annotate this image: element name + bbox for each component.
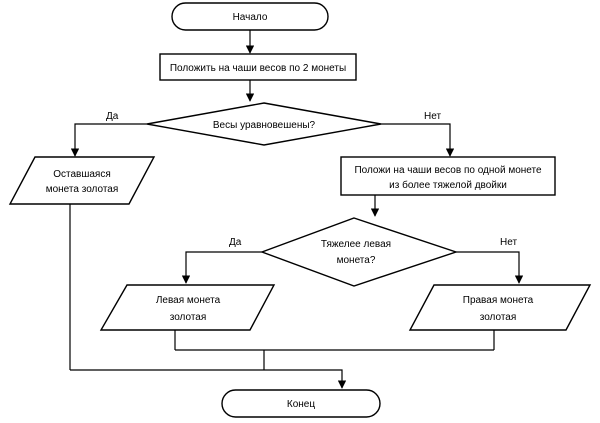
step2-node: Положи на чаши весов по одной монете из …: [340, 156, 556, 196]
end-node: Конец: [221, 389, 381, 418]
step1-label: Положить на чаши весов по 2 монеты: [170, 63, 346, 74]
connector-decision2-no: [456, 251, 524, 284]
step1-node: Положить на чаши весов по 2 монеты: [159, 53, 357, 81]
step2-line1: Положи на чаши весов по одной монете: [354, 165, 542, 176]
end-label: Конец: [287, 399, 315, 410]
connector-decision1-yes: [70, 123, 147, 157]
left-coin-line2: золотая: [170, 312, 207, 323]
right-coin-node: Правая монета золотая: [408, 284, 592, 331]
start-label: Начало: [233, 12, 268, 23]
decision2-node: Тяжелее левая монета?: [259, 217, 459, 287]
start-node: Начало: [171, 2, 329, 31]
left-coin-line1: Левая монета: [156, 295, 221, 306]
decision1-no-label: Нет: [424, 111, 441, 122]
remaining-coin-node: Оставшаяся монета золотая: [8, 156, 156, 205]
decision2-yes-label: Да: [229, 237, 242, 248]
connector-to-end: [70, 369, 347, 389]
step2-line2: из более тяжелой двойки: [389, 179, 507, 191]
remaining-line2: монета золотая: [46, 184, 119, 195]
decision1-label: Весы уравновешены?: [213, 120, 316, 131]
connector-decision2-yes: [181, 251, 262, 284]
decision2-no-label: Нет: [500, 237, 517, 248]
decision1-yes-label: Да: [106, 111, 119, 122]
remaining-line1: Оставшаяся: [53, 169, 111, 180]
decision1-node: Весы уравновешены?: [146, 102, 382, 146]
left-coin-node: Левая монета золотая: [99, 284, 276, 331]
right-coin-line2: золотая: [480, 312, 517, 323]
decision2-line2: монета?: [337, 255, 376, 266]
right-coin-line1: Правая монета: [463, 295, 534, 306]
connector-decision1-no: [381, 123, 455, 157]
decision2-line1: Тяжелее левая: [321, 239, 391, 250]
